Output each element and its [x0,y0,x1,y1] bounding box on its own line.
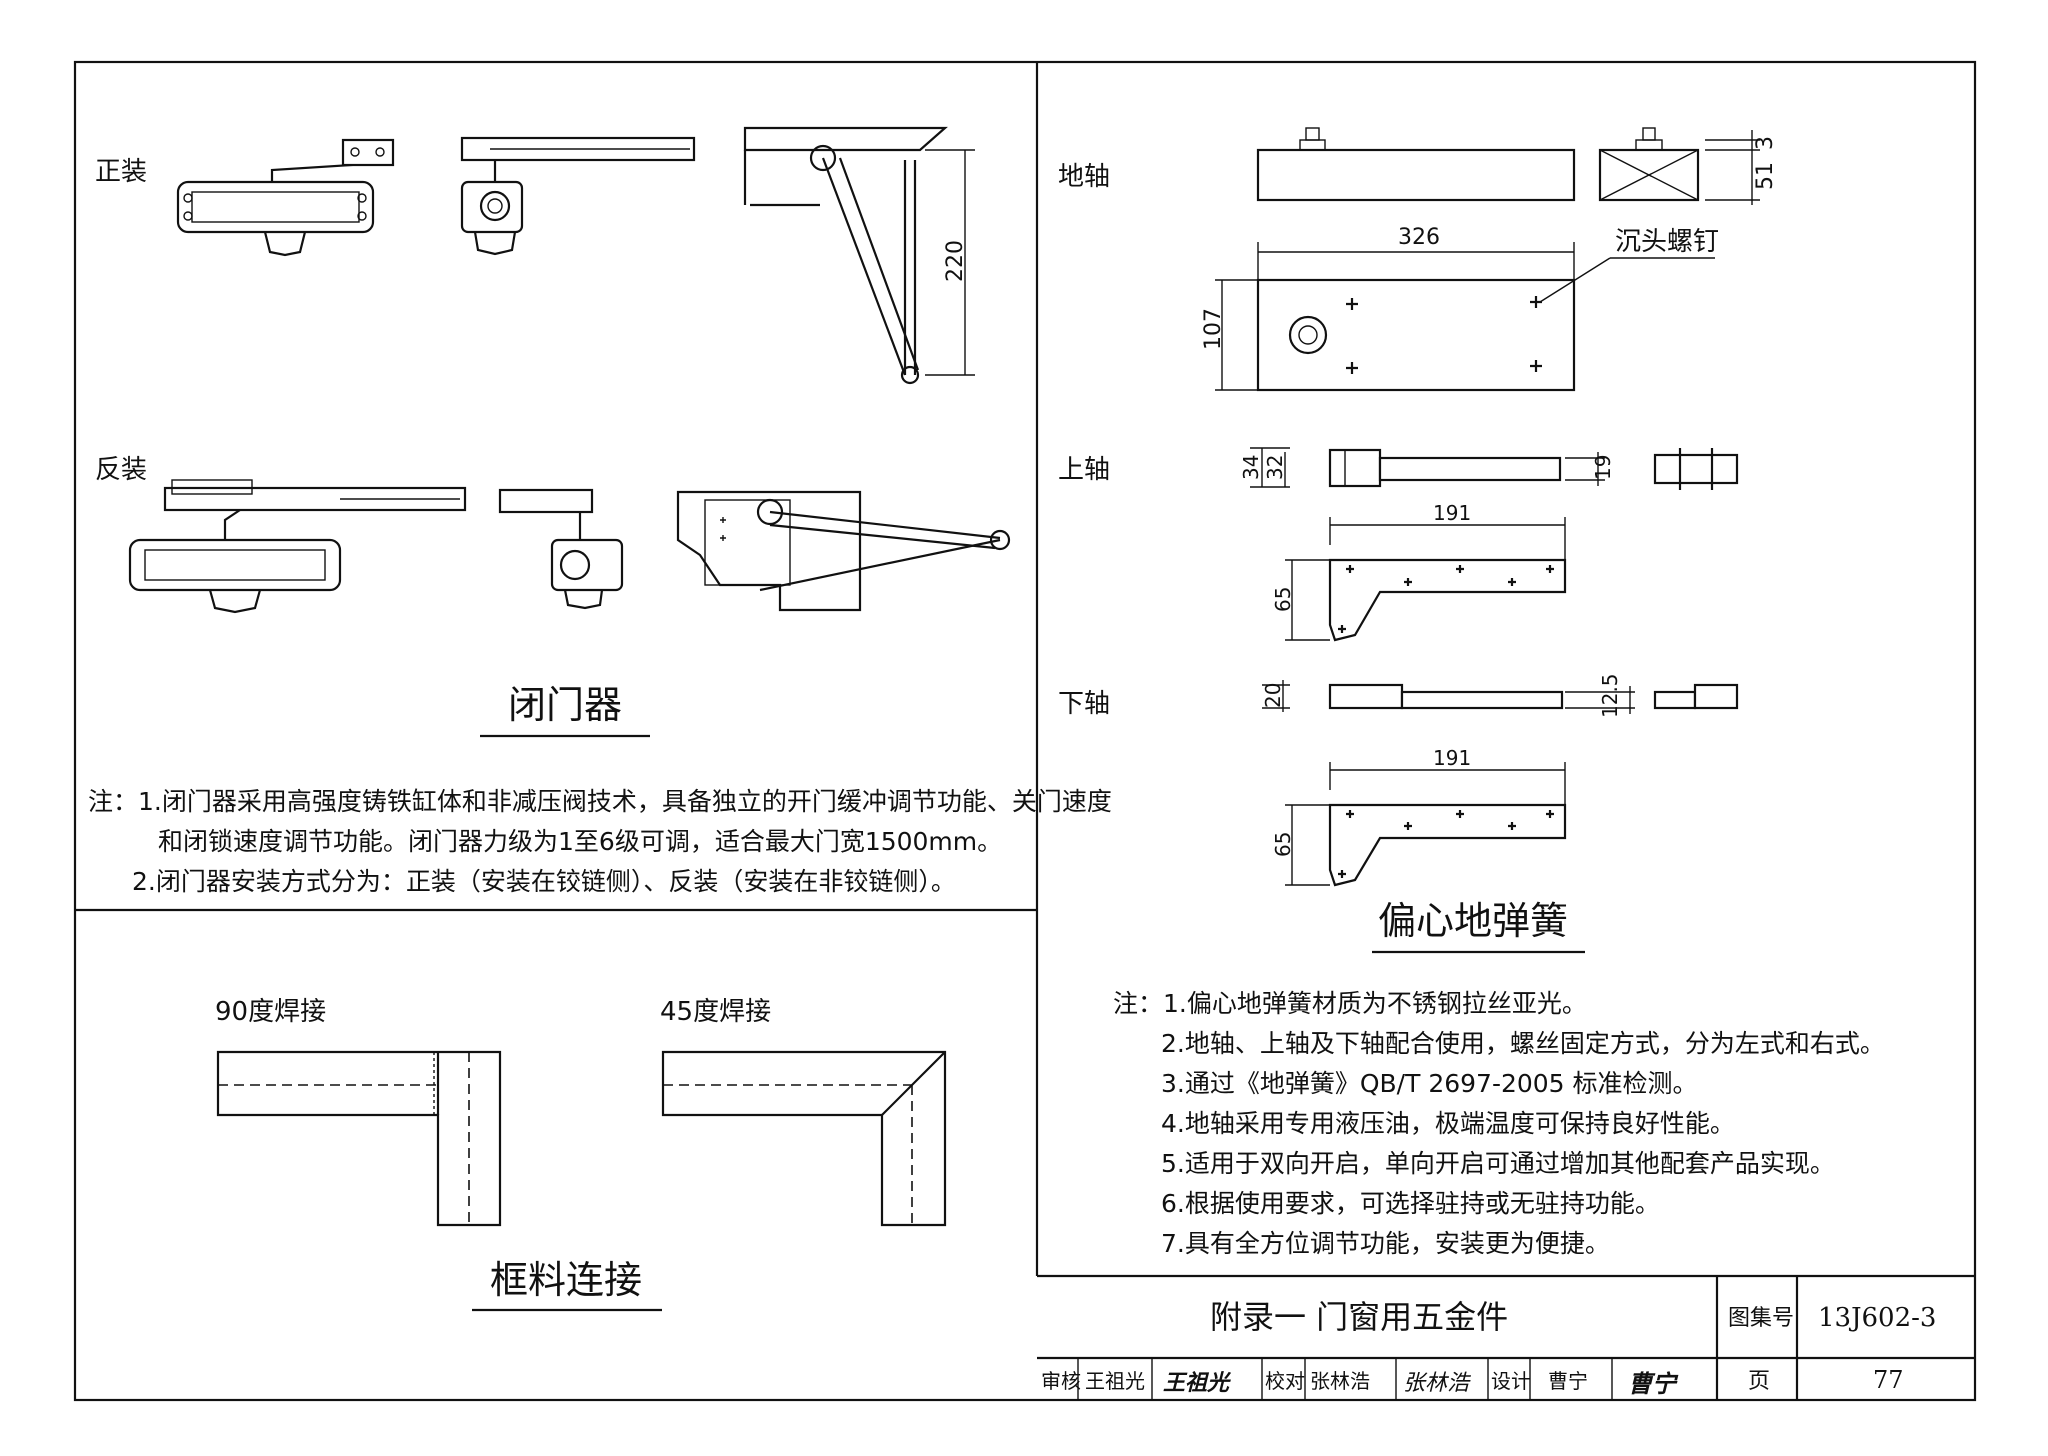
closer-reverse-side-view [498,488,624,610]
checker-name: 张林浩 [1310,1369,1370,1393]
spring-title: 偏心地弹簧 [1378,899,1568,943]
page-number: 77 [1873,1366,1904,1394]
spring-section: 地轴 上轴 下轴 51 3 326 [1058,127,1885,1258]
dim-ground-width: 107 [1201,308,1226,350]
dim-lower-191: 191 [1433,746,1471,770]
checker-signature: 张林浩 [1403,1371,1472,1396]
spring-note-4: 4.地轴采用专用液压油，极端温度可保持良好性能。 [1161,1109,1735,1138]
closer-note-1b: 和闭锁速度调节功能。闭门器力级为1至6级可调，适合最大门宽1500mm。 [158,827,1002,856]
dim-upper-65: 65 [1271,587,1295,612]
dim-lower-65: 65 [1271,832,1295,857]
atlas-number: 13J602-3 [1818,1303,1936,1333]
review-label: 审核 [1041,1369,1081,1393]
frame-joint-90 [216,1050,502,1227]
dim-ground-h: 51 [1753,162,1778,190]
spring-note-3: 3.通过《地弹簧》QB/T 2697-2005 标准检测。 [1161,1069,1698,1098]
sheet-frame [73,60,1977,1402]
dim-upper-19: 19 [1591,455,1615,480]
dim-upper-32: 32 [1263,455,1287,480]
reviewer-name: 王祖光 [1085,1369,1145,1393]
ground-axis-top-view: 326 107 沉头螺钉 [1201,225,1719,392]
atlas-label: 图集号 [1728,1306,1794,1331]
title-block: 附录一 门窗用五金件 图集号 13J602-3 审核 王祖光 王祖光 校对 张林… [1037,1276,1975,1400]
dim-lower-20: 20 [1261,683,1285,708]
spring-label-ground-axis: 地轴 [1058,162,1110,192]
frame-title: 框料连接 [490,1258,642,1302]
frame-joint-45 [661,1050,947,1227]
closer-label-positive: 正装 [95,157,147,187]
dim-upper-191: 191 [1433,501,1471,525]
closer-title: 闭门器 [508,683,622,727]
lower-axis-side-view: 20 12.5 [1261,673,1739,718]
closer-reverse-front-view [128,479,467,614]
frame-label-90: 90度焊接 [215,997,326,1027]
upper-axis-side-view: 34 32 19 [1239,447,1739,490]
page-label: 页 [1748,1369,1770,1394]
closer-positive-front-view [176,138,395,257]
lower-axis-top-view: 191 65 [1271,746,1567,887]
spring-note-6: 6.根据使用要求，可选择驻持或无驻持功能。 [1161,1189,1660,1218]
closer-section: 正装 反装 [88,126,1112,896]
reviewer-signature: 王祖光 [1163,1371,1232,1396]
designer-name: 曹宁 [1548,1369,1588,1393]
check-label: 校对 [1265,1369,1305,1393]
spring-note-1: 注：1.偏心地弹簧材质为不锈钢拉丝亚光。 [1113,989,1587,1018]
designer-signature: 曹宁 [1628,1370,1679,1398]
screw-label: 沉头螺钉 [1615,227,1719,257]
closer-positive-top-view: 220 [743,126,975,385]
frame-section: 90度焊接 45度焊接 框料连接 [215,997,947,1312]
dim-ground-len: 326 [1398,225,1440,250]
frame-label-45: 45度焊接 [660,997,771,1027]
dim-ground-top: 3 [1753,136,1778,150]
spring-label-lower-axis: 下轴 [1058,689,1110,719]
closer-reverse-top-view [676,490,1011,612]
spring-note-7: 7.具有全方位调节功能，安装更为便捷。 [1161,1229,1610,1258]
dim-lower-125: 12.5 [1598,673,1622,718]
closer-note-2: 2.闭门器安装方式分为：正装（安装在铰链侧）、反装（安装在非铰链侧）。 [132,867,956,896]
dim-upper-34: 34 [1239,455,1263,480]
closer-positive-side-view [460,136,696,256]
upper-axis-top-view: 191 65 [1271,501,1567,642]
spring-note-5: 5.适用于双向开启，单向开启可通过增加其他配套产品实现。 [1161,1149,1835,1178]
ground-axis-side-view: 51 3 [1256,127,1778,205]
spring-note-2: 2.地轴、上轴及下轴配合使用，螺丝固定方式，分为左式和右式。 [1161,1029,1885,1058]
closer-note-1: 注：1.闭门器采用高强度铸铁缸体和非减压阀技术，具备独立的开门缓冲调节功能、关门… [88,787,1112,816]
closer-label-reverse: 反装 [95,455,147,485]
spring-label-upper-axis: 上轴 [1058,455,1110,485]
titleblock-title: 附录一 门窗用五金件 [1210,1298,1508,1336]
design-label: 设计 [1491,1369,1531,1393]
closer-dim-220: 220 [943,240,968,282]
